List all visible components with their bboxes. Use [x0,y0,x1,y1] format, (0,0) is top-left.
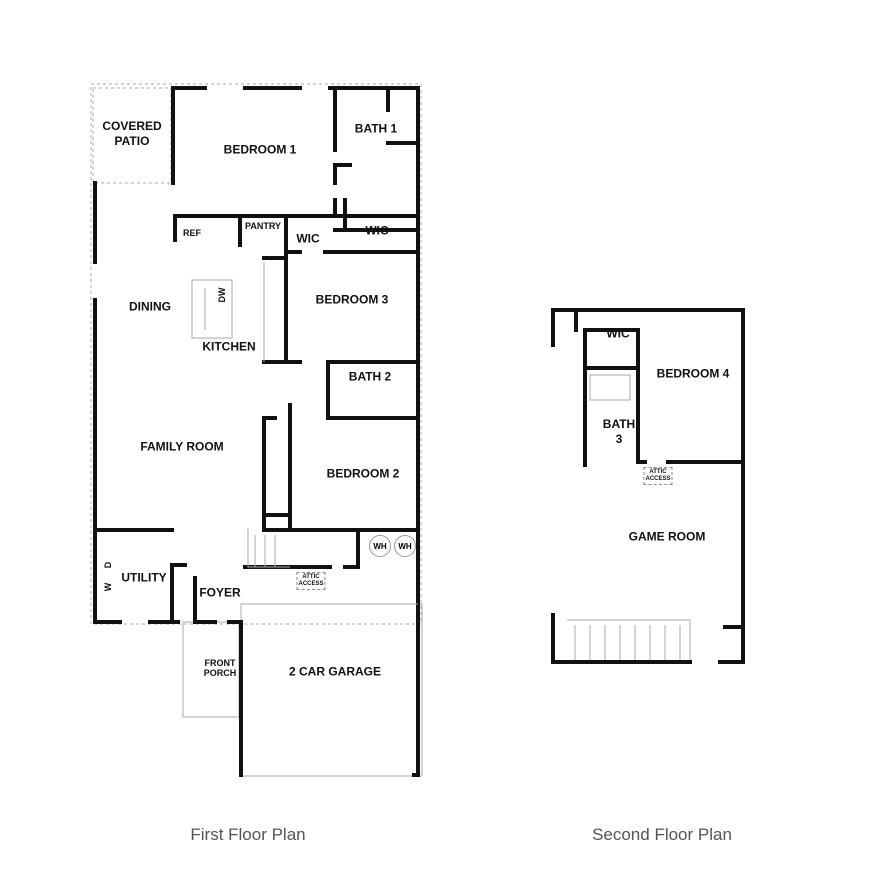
room-bedroom-2: BEDROOM 2 [326,466,400,481]
room-front-porch: FRONT PORCH [203,658,237,678]
room-bedroom-1: BEDROOM 1 [223,142,297,157]
room-wic-second: WIC [606,326,630,341]
room-bedroom-4: BEDROOM 4 [656,366,730,381]
second-floor-walls [551,308,745,664]
washer-label: W [103,582,113,592]
room-game-room: GAME ROOM [628,529,706,544]
room-dining: DINING [129,299,171,314]
room-utility: UTILITY [121,570,167,585]
room-bath-3: BATH 3 [602,417,636,446]
room-foyer: FOYER [199,585,241,600]
first-floor-walls [90,83,423,777]
room-wic-1: WIC [296,231,320,246]
room-bedroom-3: BEDROOM 3 [315,292,389,307]
second-floor-caption: Second Floor Plan [592,825,732,844]
room-wic-2: WIC [365,223,389,238]
water-heater-2: WH [394,535,416,557]
room-family-room: FAMILY ROOM [140,439,224,454]
attic-access-first: ATTIC ACCESS [296,572,326,590]
ref-label: REF [183,228,201,238]
room-bath-2: BATH 2 [348,369,392,384]
room-garage: 2 CAR GARAGE [288,664,382,679]
attic-access-second: ATTIC ACCESS [643,467,673,485]
dryer-label: D [103,561,113,569]
dishwasher-label: DW [217,287,227,303]
water-heater-1: WH [369,535,391,557]
room-kitchen: KITCHEN [202,339,256,354]
first-floor-caption: First Floor Plan [190,825,306,844]
room-bath-1: BATH 1 [354,121,398,136]
room-pantry: PANTRY [245,221,281,231]
room-covered-patio: COVERED PATIO [102,119,162,148]
